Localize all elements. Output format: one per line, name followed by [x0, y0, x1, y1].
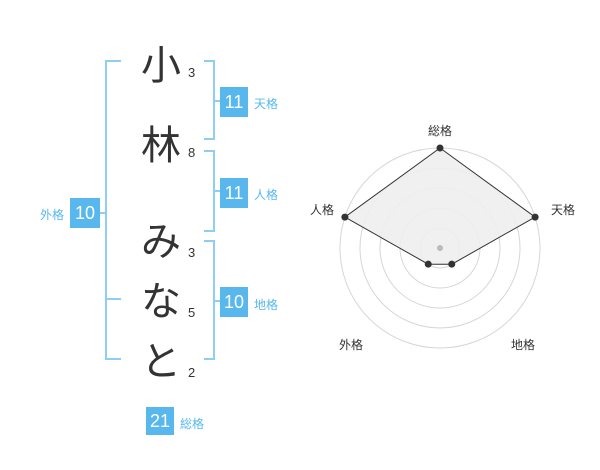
- name-char-5: と: [141, 339, 181, 385]
- gaikaku-bracket-vertical: [105, 60, 107, 360]
- chikaku-bracket-bottom: [204, 358, 214, 360]
- gaikaku-bracket-mid: [105, 298, 121, 300]
- chikaku-value-badge: 10: [220, 287, 248, 317]
- jinkaku-connector: [214, 190, 220, 192]
- gaikaku-bracket-bottom: [105, 358, 121, 360]
- name-char-3: み: [141, 219, 181, 265]
- jinkaku-bracket-top: [204, 150, 214, 152]
- tenkaku-label: 天格: [254, 97, 279, 111]
- stroke-count-4: 5: [188, 305, 196, 320]
- gaikaku-connector: [98, 212, 106, 214]
- radar-axis-label-tenkaku: 天格: [551, 203, 576, 217]
- radar-point-2: [531, 213, 539, 221]
- stroke-count-3: 3: [188, 245, 196, 260]
- radar-point-5: [341, 213, 349, 221]
- stroke-count-1: 3: [188, 65, 196, 80]
- radar-axis-label-soukaku: 総格: [428, 124, 453, 138]
- name-char-1: 小: [141, 43, 181, 89]
- stroke-count-5: 2: [188, 365, 196, 380]
- chikaku-label: 地格: [254, 298, 279, 312]
- radar-center-dot: [437, 245, 443, 251]
- radar-axis-label-jinkaku: 人格: [310, 203, 335, 217]
- radar-point-3: [448, 260, 456, 268]
- gaikaku-label: 外格: [40, 208, 65, 222]
- chikaku-bracket-top: [204, 240, 214, 242]
- radar-area: [343, 147, 537, 265]
- soukaku-value-badge: 21: [146, 407, 174, 435]
- gaikaku-bracket-top: [105, 60, 121, 62]
- jinkaku-value-badge: 11: [220, 178, 248, 208]
- tenkaku-value-badge: 11: [220, 87, 248, 117]
- tenkaku-bracket-top: [204, 60, 214, 62]
- name-char-2: 林: [141, 123, 181, 169]
- gaikaku-value-badge: 10: [70, 198, 100, 228]
- radar-points: [341, 144, 539, 268]
- tenkaku-bracket-bottom: [204, 138, 214, 140]
- radar-point-4: [424, 260, 432, 268]
- jinkaku-label: 人格: [254, 188, 279, 202]
- radar-point-1: [436, 144, 444, 152]
- jinkaku-bracket-bottom: [204, 230, 214, 232]
- name-char-4: な: [141, 279, 181, 325]
- chikaku-connector: [214, 300, 220, 302]
- stroke-count-2: 8: [188, 145, 196, 160]
- radar-axis-label-gaikaku: 外格: [339, 338, 364, 352]
- tenkaku-connector: [214, 100, 220, 102]
- radar-axis-label-chikaku: 地格: [511, 338, 536, 352]
- soukaku-label: 総格: [180, 417, 205, 431]
